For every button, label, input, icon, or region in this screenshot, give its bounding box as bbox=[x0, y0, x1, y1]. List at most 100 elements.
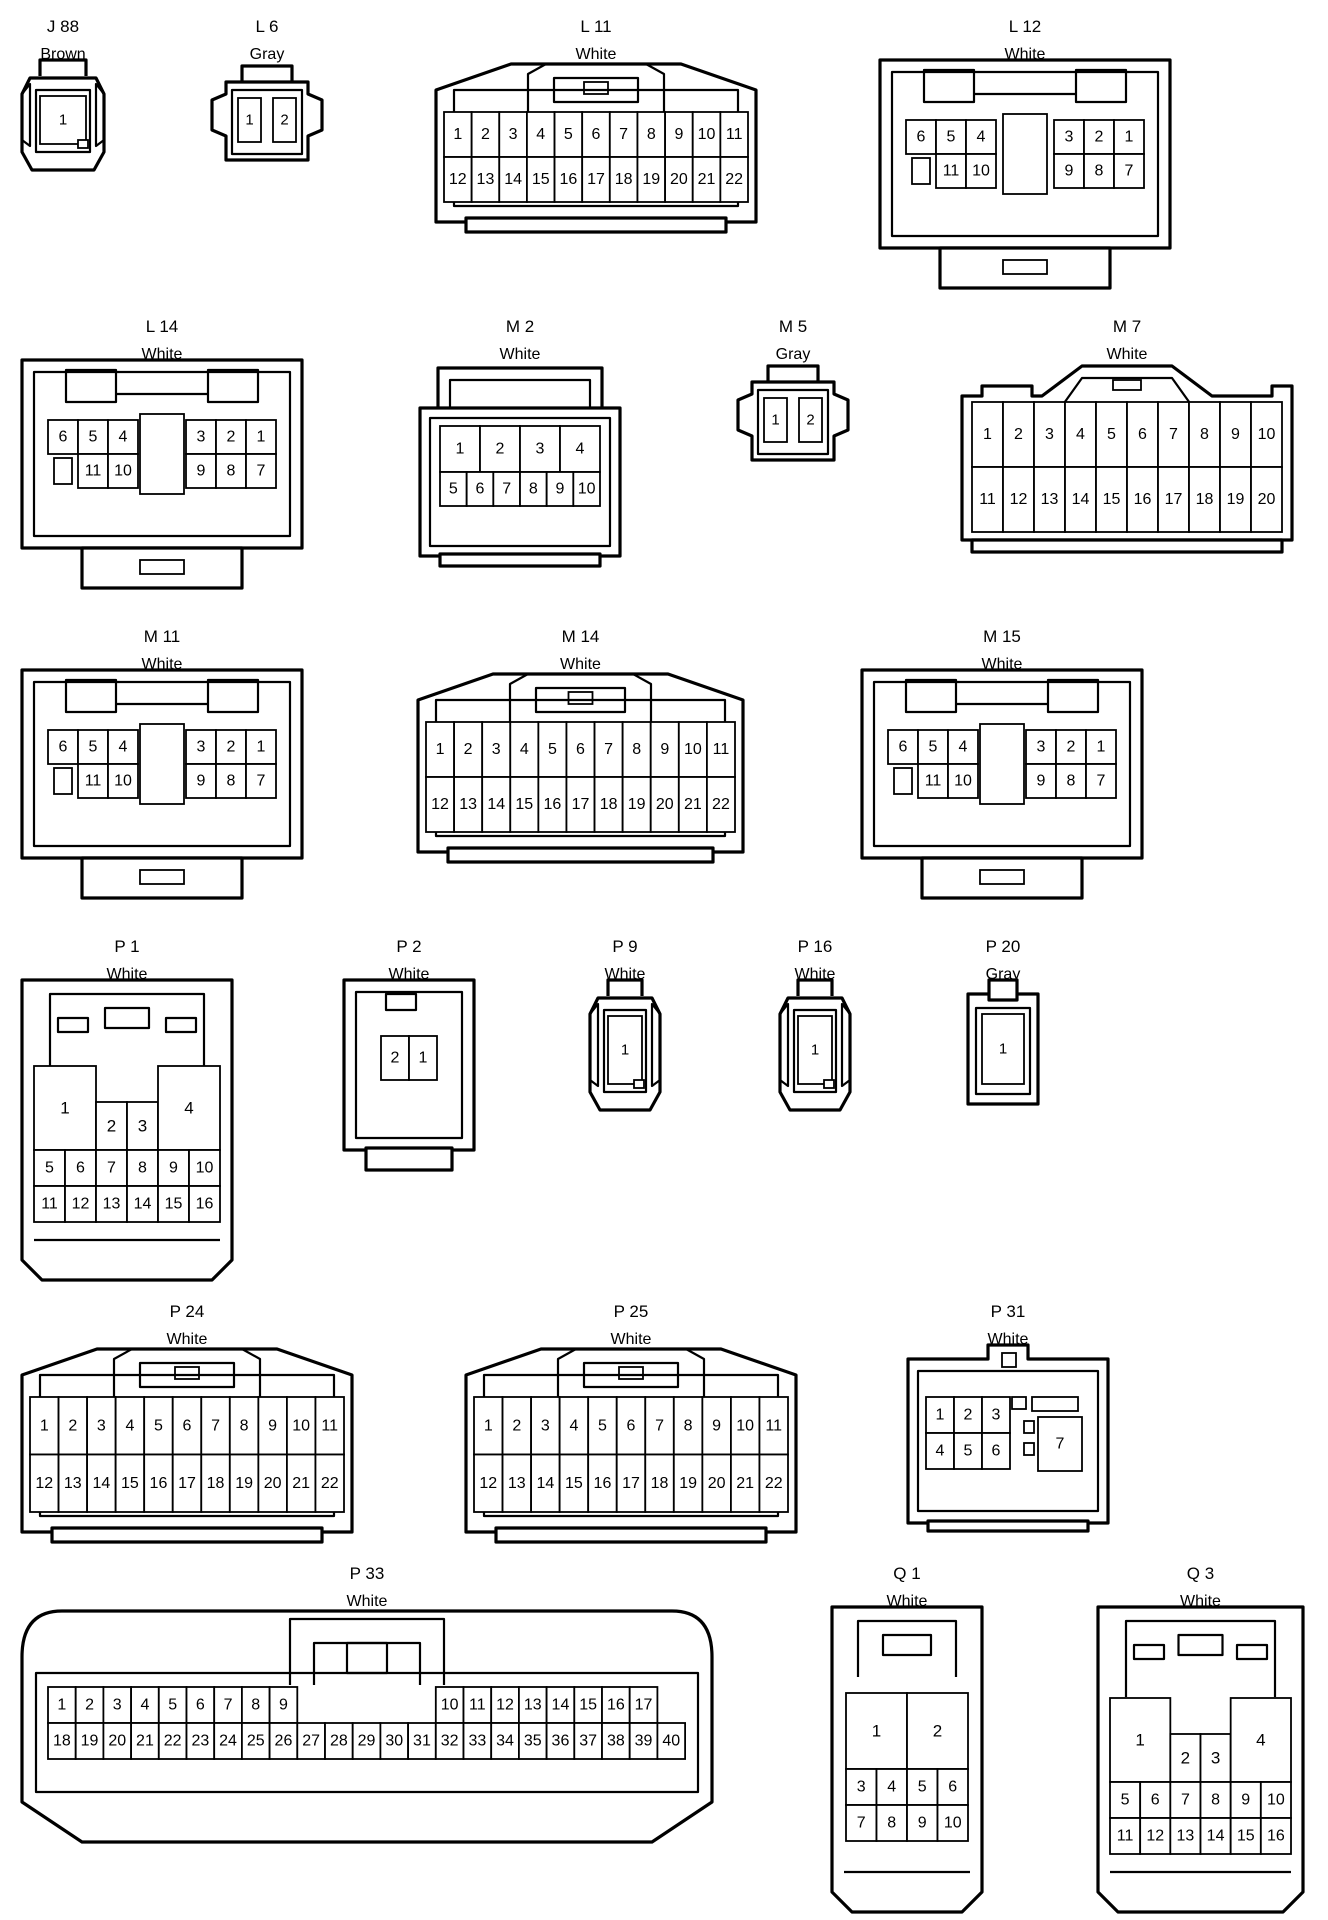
pin-cell bbox=[719, 156, 749, 203]
pin-number: 2 bbox=[68, 1417, 77, 1434]
pin-cell bbox=[245, 763, 277, 799]
pin-number: 20 bbox=[708, 1475, 726, 1492]
pin-number: 10 bbox=[196, 1160, 214, 1177]
inner-frame bbox=[354, 990, 464, 1140]
pin-cell bbox=[47, 419, 79, 455]
pin-cell bbox=[1259, 1817, 1292, 1855]
pin-cell bbox=[492, 471, 521, 507]
pin-number: 10 bbox=[698, 126, 716, 143]
pin-cell bbox=[518, 1686, 548, 1724]
connector-id: Q 1 bbox=[893, 1564, 920, 1583]
pin-number: 11 bbox=[321, 1417, 338, 1434]
pin-cell bbox=[286, 1396, 317, 1456]
pin-cell bbox=[581, 111, 611, 158]
pin-number: 28 bbox=[330, 1733, 348, 1750]
pin-cell bbox=[434, 1722, 465, 1760]
inner-frame bbox=[32, 370, 292, 538]
pin-number: 8 bbox=[887, 1815, 896, 1832]
pin-number: 6 bbox=[1151, 1792, 1160, 1809]
pin-number: 21 bbox=[292, 1475, 310, 1492]
pin-number: 6 bbox=[948, 1779, 957, 1796]
pin-cell bbox=[649, 721, 680, 778]
pin-cell bbox=[621, 776, 652, 833]
pin-cell bbox=[1095, 466, 1128, 533]
pin-number: 8 bbox=[251, 1697, 260, 1714]
pin-cell bbox=[758, 1396, 789, 1456]
center-key bbox=[979, 723, 1025, 805]
connector-id: L 6 bbox=[255, 17, 278, 36]
pin-cell bbox=[644, 1453, 675, 1513]
pin-number: 2 bbox=[481, 126, 490, 143]
key-notch bbox=[633, 1079, 645, 1089]
rib bbox=[164, 1016, 198, 1034]
pin-cell bbox=[1229, 1781, 1262, 1819]
pin-cell bbox=[470, 156, 501, 203]
connector-latch bbox=[987, 978, 1019, 1002]
cavity-frame bbox=[974, 1006, 1032, 1096]
pin-number: 9 bbox=[268, 1417, 277, 1434]
pin-number: 18 bbox=[53, 1733, 71, 1750]
pin-number: 13 bbox=[459, 796, 477, 813]
connector-latch bbox=[766, 364, 820, 382]
pin-number: 14 bbox=[536, 1475, 554, 1492]
lock-tab bbox=[567, 691, 594, 705]
pin-number: 19 bbox=[679, 1475, 697, 1492]
pin-number: 1 bbox=[257, 429, 266, 446]
pin-number: 9 bbox=[918, 1815, 927, 1832]
pin-number: 20 bbox=[1258, 491, 1276, 508]
pin-number: 21 bbox=[736, 1475, 754, 1492]
pin-cell bbox=[573, 1722, 603, 1760]
pin-cell bbox=[351, 1722, 382, 1760]
pin-cell bbox=[501, 1453, 532, 1513]
connector-color: White bbox=[347, 1593, 388, 1610]
pin-number: 20 bbox=[108, 1733, 126, 1750]
pin-number: 3 bbox=[492, 741, 501, 758]
lock-tab bbox=[103, 1006, 151, 1030]
latch-window bbox=[206, 678, 260, 714]
pin-number: 3 bbox=[1211, 1749, 1220, 1768]
connector-latch bbox=[796, 978, 834, 996]
pin-cell bbox=[981, 1432, 1011, 1470]
pin-cell bbox=[559, 425, 601, 473]
pin-number: 4 bbox=[1076, 426, 1085, 443]
connector-id: M 2 bbox=[506, 317, 534, 336]
pin-number: 14 bbox=[1072, 491, 1090, 508]
lock-tab bbox=[583, 81, 609, 95]
cavity-frame bbox=[34, 88, 92, 154]
connector-id: P 33 bbox=[350, 1564, 385, 1583]
pin-number: 22 bbox=[765, 1475, 783, 1492]
cavity-frame bbox=[756, 388, 830, 456]
pin-cell bbox=[379, 1722, 409, 1760]
connector-foot bbox=[970, 538, 1284, 554]
pin-number: 8 bbox=[1211, 1792, 1220, 1809]
pin-cell bbox=[947, 763, 979, 799]
pin-number: 1 bbox=[453, 126, 462, 143]
key-notch bbox=[77, 139, 89, 149]
pin-cell bbox=[215, 419, 247, 455]
pin-cell bbox=[272, 97, 297, 143]
pin-number: 9 bbox=[556, 481, 565, 498]
pin-number: 9 bbox=[169, 1160, 178, 1177]
pin-number: 4 bbox=[536, 126, 545, 143]
pin-cell bbox=[268, 1686, 299, 1724]
pin-number: 1 bbox=[872, 1722, 881, 1741]
pin-cell bbox=[86, 1453, 117, 1513]
pin-cell bbox=[490, 1722, 520, 1760]
latch-window bbox=[922, 68, 976, 104]
lock-arm bbox=[288, 1617, 446, 1685]
connector-color: White bbox=[500, 346, 541, 363]
pin-number: 11 bbox=[943, 163, 960, 180]
pin-number: 7 bbox=[1056, 1436, 1065, 1453]
pin-cell bbox=[102, 1722, 133, 1760]
pin-number: 18 bbox=[600, 796, 618, 813]
blank-cavity bbox=[1023, 1420, 1035, 1434]
pin-number: 8 bbox=[138, 1160, 147, 1177]
pin-number: 26 bbox=[275, 1733, 293, 1750]
pin-number: 2 bbox=[806, 412, 814, 429]
